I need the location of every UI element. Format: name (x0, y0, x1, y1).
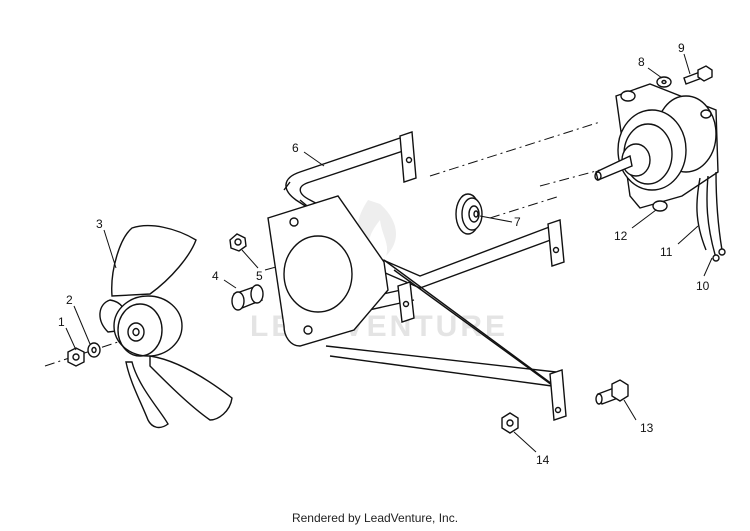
bracket (267, 131, 567, 421)
callout-1: 1 (58, 315, 65, 329)
washer-8 (656, 76, 672, 88)
callout-11: 11 (660, 245, 673, 259)
nut-5 (229, 233, 247, 252)
leader-lines (65, 53, 713, 453)
callout-8: 8 (638, 55, 645, 69)
screw-9 (683, 65, 713, 85)
callout-6: 6 (292, 141, 299, 155)
nut-14 (501, 412, 519, 434)
callout-7: 7 (514, 215, 521, 229)
assembly-axes (44, 121, 601, 367)
washer-2 (87, 342, 101, 358)
wire-leads (696, 171, 726, 262)
footer-credit: Rendered by LeadVenture, Inc. (291, 511, 459, 525)
nut-1 (67, 347, 85, 367)
callout-5: 5 (256, 269, 263, 283)
callout-2: 2 (66, 293, 73, 307)
callout-13: 13 (640, 421, 654, 435)
callout-12: 12 (614, 229, 628, 243)
grommet-7 (455, 193, 483, 235)
callout-4: 4 (212, 269, 219, 283)
motor (594, 83, 719, 212)
fan-blade (99, 225, 233, 429)
callout-3: 3 (96, 217, 103, 231)
callouts: 1 2 3 4 5 6 7 8 9 10 11 12 13 14 (58, 41, 710, 467)
callout-10: 10 (696, 279, 710, 293)
callout-14: 14 (536, 453, 550, 467)
bolt-13 (595, 379, 629, 405)
callout-9: 9 (678, 41, 685, 55)
spacer-4 (231, 284, 264, 311)
